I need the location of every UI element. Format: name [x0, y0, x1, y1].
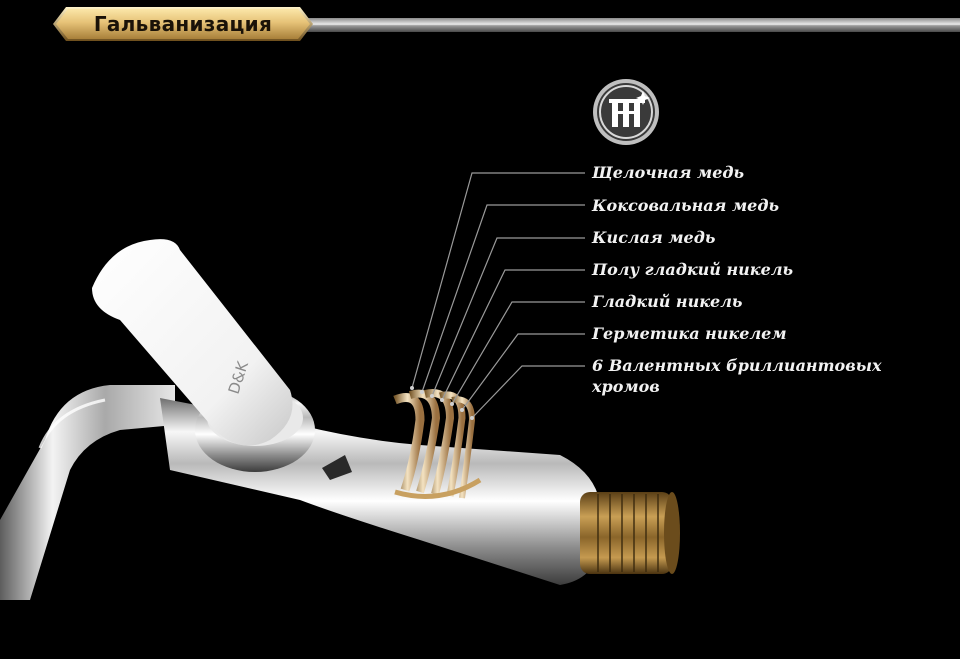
- header-divider-line: [300, 18, 960, 32]
- spout: [0, 385, 175, 600]
- layer-label-alkaline-copper: Щелочная медь: [592, 163, 745, 182]
- plating-cutaway: [393, 389, 482, 499]
- layer-label-bright-nickel: Гладкий никель: [592, 292, 743, 311]
- plating-logo-icon: [593, 79, 659, 145]
- layer-label-coking-copper: Коксовальная медь: [592, 196, 780, 215]
- header-bar: Гальванизация: [0, 0, 960, 50]
- layer-label-semi-bright-nickel: Полу гладкий никель: [592, 260, 794, 279]
- lever-handle[interactable]: [92, 239, 293, 446]
- layer-label-acid-copper: Кислая медь: [592, 228, 716, 247]
- layer-label-chrome: 6 Валентных бриллиантовых хромов: [592, 356, 882, 396]
- brass-thread: [580, 492, 672, 574]
- page-title: Гальванизация: [93, 12, 273, 36]
- callout-lines: [411, 172, 585, 419]
- title-badge: [53, 7, 313, 41]
- layer-label-nickel-seal: Герметика никелем: [592, 324, 787, 343]
